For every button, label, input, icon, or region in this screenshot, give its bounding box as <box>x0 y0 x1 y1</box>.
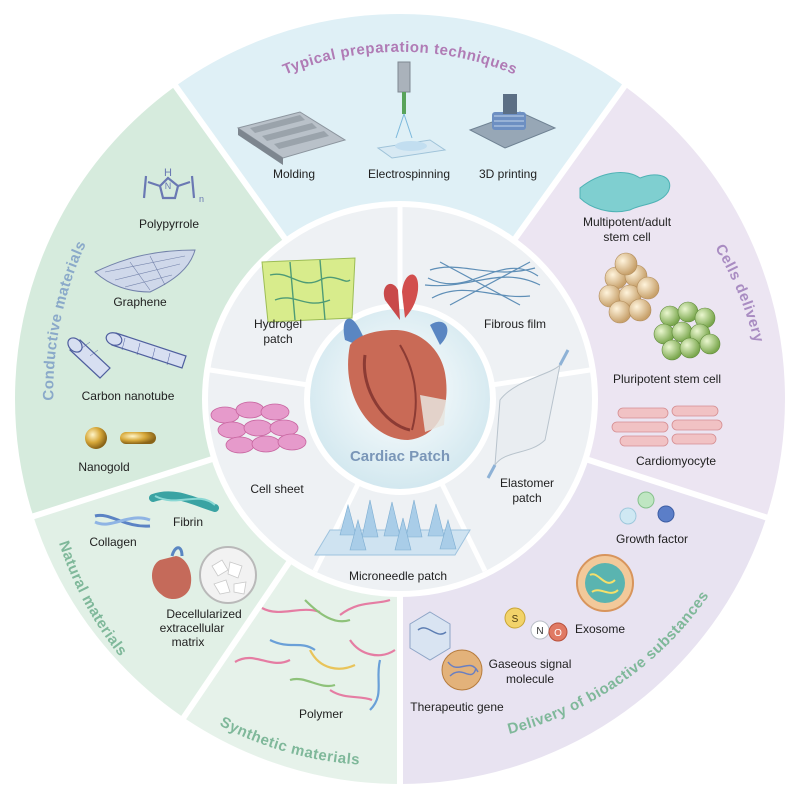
msc-label-2: stem cell <box>603 230 650 244</box>
3d-printing-icon <box>468 94 557 149</box>
inner-fibrous: Fibrous film <box>424 261 546 331</box>
nanogold-label: Nanogold <box>78 460 129 474</box>
therapeutic-gene-label: Therapeutic gene <box>410 700 504 714</box>
ppy-h: H <box>164 167 172 179</box>
fibrin-icon <box>149 491 219 512</box>
elastomer-label-2: patch <box>512 491 541 505</box>
stem-cell-icon <box>579 172 671 213</box>
therapeutic-gene-icon <box>409 611 483 691</box>
polymer-icon <box>234 598 396 711</box>
decellularized-matrix-icon <box>152 546 257 604</box>
fibrin-label: Fibrin <box>173 515 203 529</box>
collagen-icon <box>94 513 151 528</box>
center-title: Cardiac Patch <box>350 448 450 465</box>
gaseous-label-2: molecule <box>506 672 554 686</box>
fibrous-film-icon <box>424 261 541 306</box>
exosome-label: Exosome <box>575 622 625 636</box>
msc-label-1: Multipotent/adult <box>583 215 672 229</box>
elastomer-icon <box>494 363 561 467</box>
nanogold-icon <box>85 427 156 449</box>
hydrogel-label-2: patch <box>263 332 292 346</box>
molding-label: Molding <box>273 167 315 181</box>
decell-label-1: Decellularized <box>166 607 241 621</box>
molding-icon <box>236 111 347 165</box>
polymer-label: Polymer <box>299 707 343 721</box>
inner-cell-sheet: Cell sheet <box>210 401 307 496</box>
inner-elastomer: Elastomer patch <box>486 349 570 505</box>
electrospinning-icon <box>376 61 447 159</box>
inner-hydrogel: Hydrogel patch <box>254 257 356 346</box>
molecule-o: O <box>554 628 562 639</box>
electrospinning-label: Electrospinning <box>368 167 450 181</box>
3d-printing-label: 3D printing <box>479 167 537 181</box>
polypyrrole-label: Polypyrrole <box>139 217 199 231</box>
molecule-n: N <box>536 626 543 637</box>
graphene-label: Graphene <box>113 295 167 309</box>
stretch-arrows <box>486 349 570 479</box>
growth-factor-label: Growth factor <box>616 532 688 546</box>
inner-microneedle: Microneedle patch <box>314 499 471 583</box>
cardiomyocyte-label: Cardiomyocyte <box>636 454 716 468</box>
fibrous-label: Fibrous film <box>484 317 546 331</box>
polypyrrole-icon: H N n <box>142 167 204 204</box>
decell-label-3: matrix <box>172 635 205 649</box>
heart-illustration <box>343 274 448 440</box>
decell-label-2: extracellular <box>160 621 225 635</box>
ppy-sub: n <box>199 194 204 204</box>
cell-sheet-label: Cell sheet <box>250 482 304 496</box>
growth-factor-icon <box>619 491 675 525</box>
elastomer-label-1: Elastomer <box>500 476 554 490</box>
pluripotent-cluster-icon <box>598 252 721 361</box>
gaseous-label-1: Gaseous signal <box>489 657 572 671</box>
exosome-icon <box>576 554 634 612</box>
microneedle-spikes <box>339 499 457 551</box>
psc-label: Pluripotent stem cell <box>613 372 721 386</box>
cell-sheet-icon <box>210 401 307 454</box>
hydrogel-label-1: Hydrogel <box>254 317 302 331</box>
carbon-nanotube-label: Carbon nanotube <box>82 389 175 403</box>
ppy-n: N <box>165 181 172 191</box>
carbon-nanotube-icon <box>67 332 187 379</box>
center-disc: Cardiac Patch <box>304 274 496 495</box>
cardiomyocyte-icon <box>611 405 723 447</box>
collagen-label: Collagen <box>89 535 136 549</box>
graphene-icon <box>94 249 196 293</box>
microneedle-label: Microneedle patch <box>349 569 447 583</box>
gaseous-molecule-icon: S N O <box>504 607 568 642</box>
molecule-s: S <box>512 614 519 625</box>
hydrogel-icon <box>261 257 356 323</box>
